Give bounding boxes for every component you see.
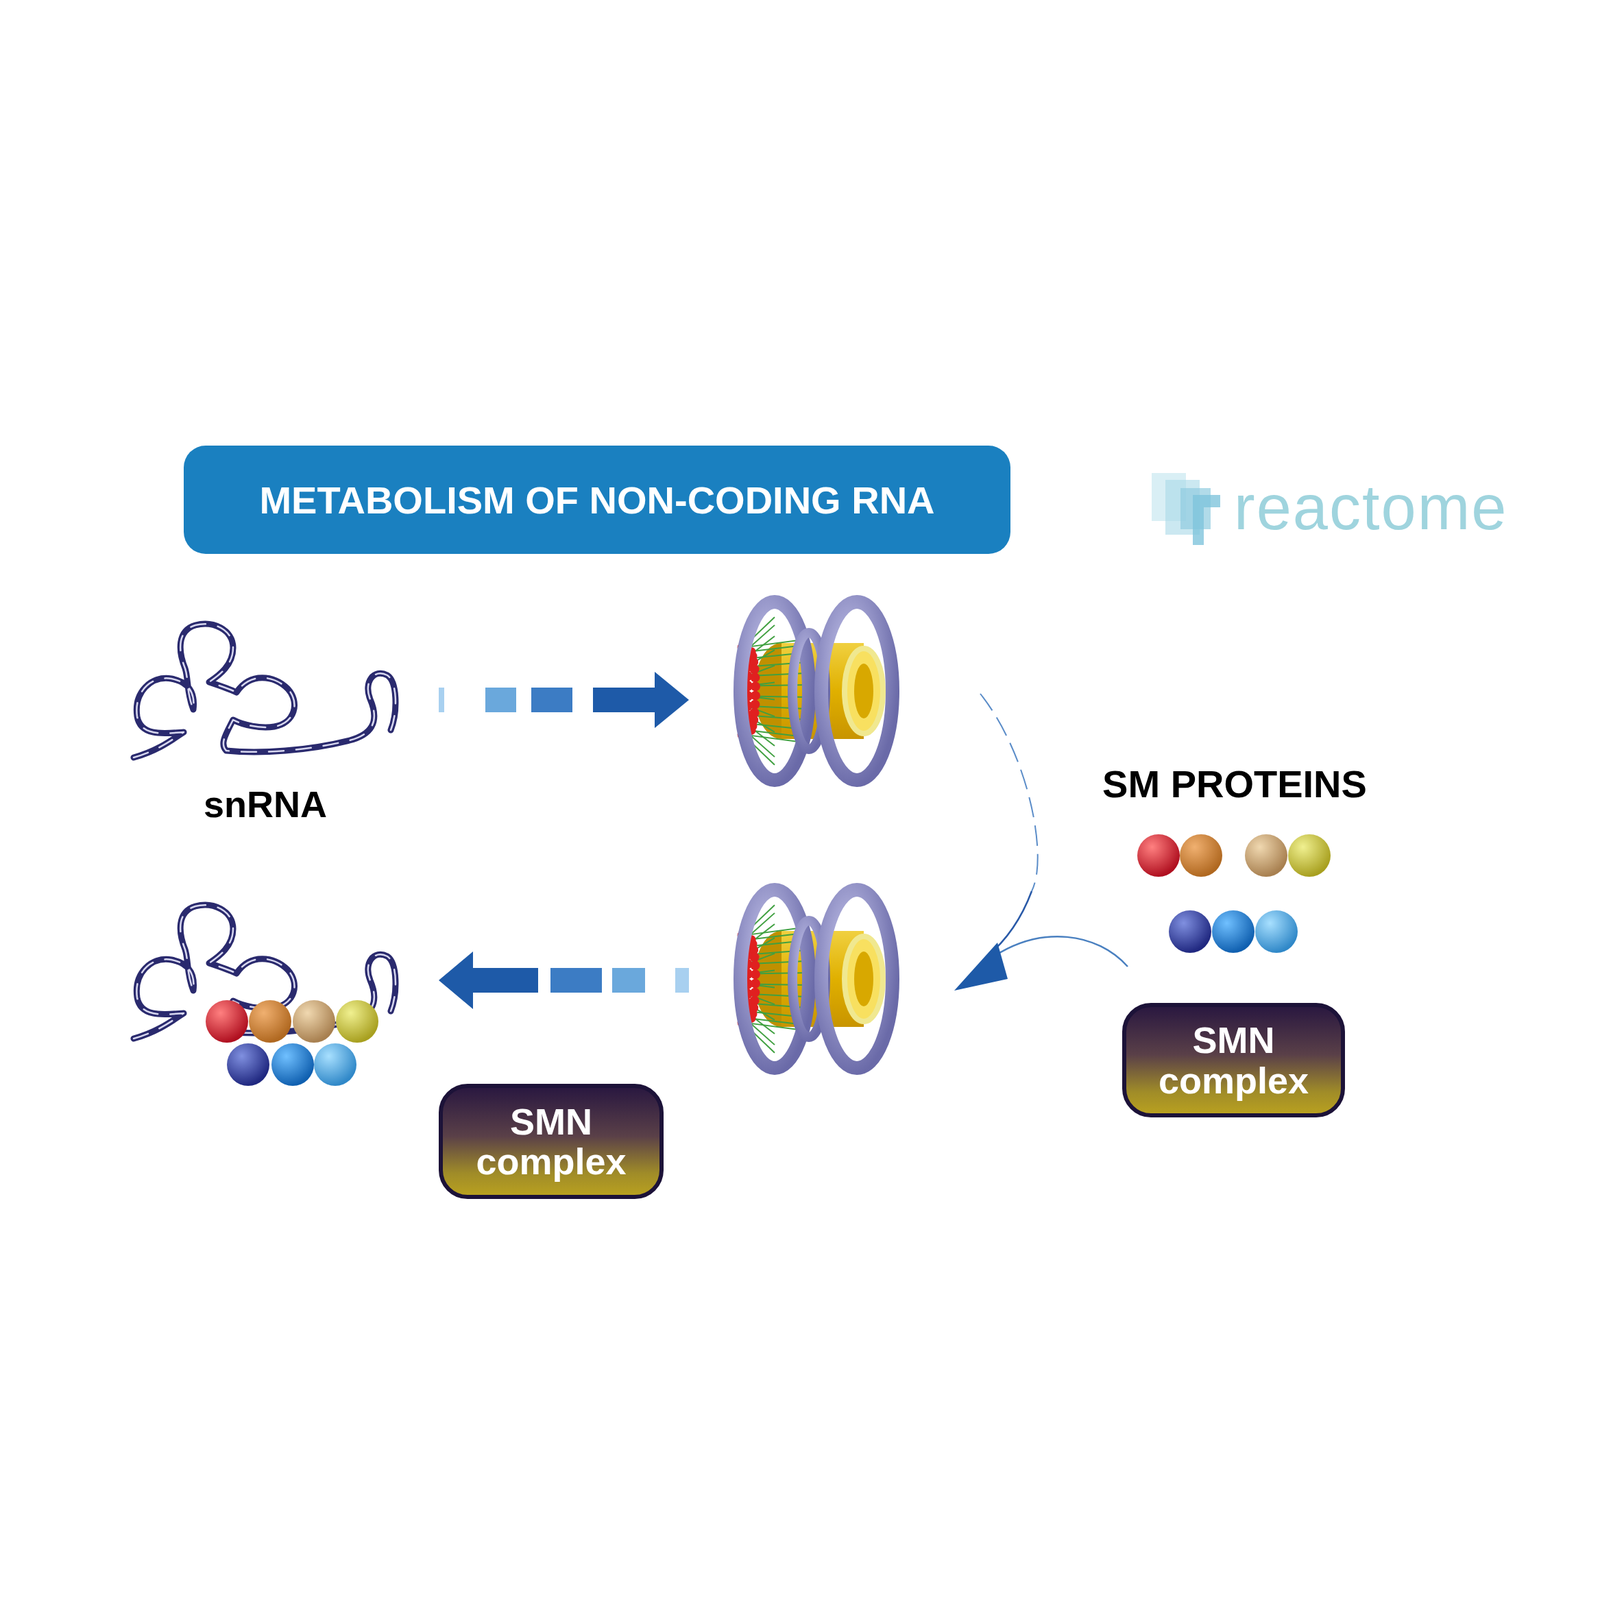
watermark-logo-text: reactome	[1233, 471, 1509, 544]
node-text: SMN complex	[451, 1101, 651, 1182]
diagram-label: SM PROTEINS	[1102, 761, 1367, 807]
diagram-label: snRNA	[203, 782, 327, 826]
smn-complex-box: SMN complex	[438, 1083, 664, 1199]
smn-complex-box: SMN complex	[1122, 1002, 1345, 1118]
sm-proteins	[1137, 834, 1331, 953]
nuclear-pore	[737, 601, 893, 781]
export-arrow	[438, 671, 689, 729]
reactome-logo	[1151, 473, 1221, 545]
import-arrow	[438, 951, 689, 1010]
title-text: METABOLISM OF NON-CODING RNA	[259, 477, 935, 523]
snrna-ribbon	[133, 623, 396, 758]
title-banner: METABOLISM OF NON-CODING RNA	[183, 445, 1011, 554]
node-text: SMN complex	[1134, 1020, 1333, 1101]
assembly-arrow	[954, 693, 1128, 991]
nuclear-pore	[737, 889, 893, 1069]
sm-ring	[205, 1000, 379, 1086]
